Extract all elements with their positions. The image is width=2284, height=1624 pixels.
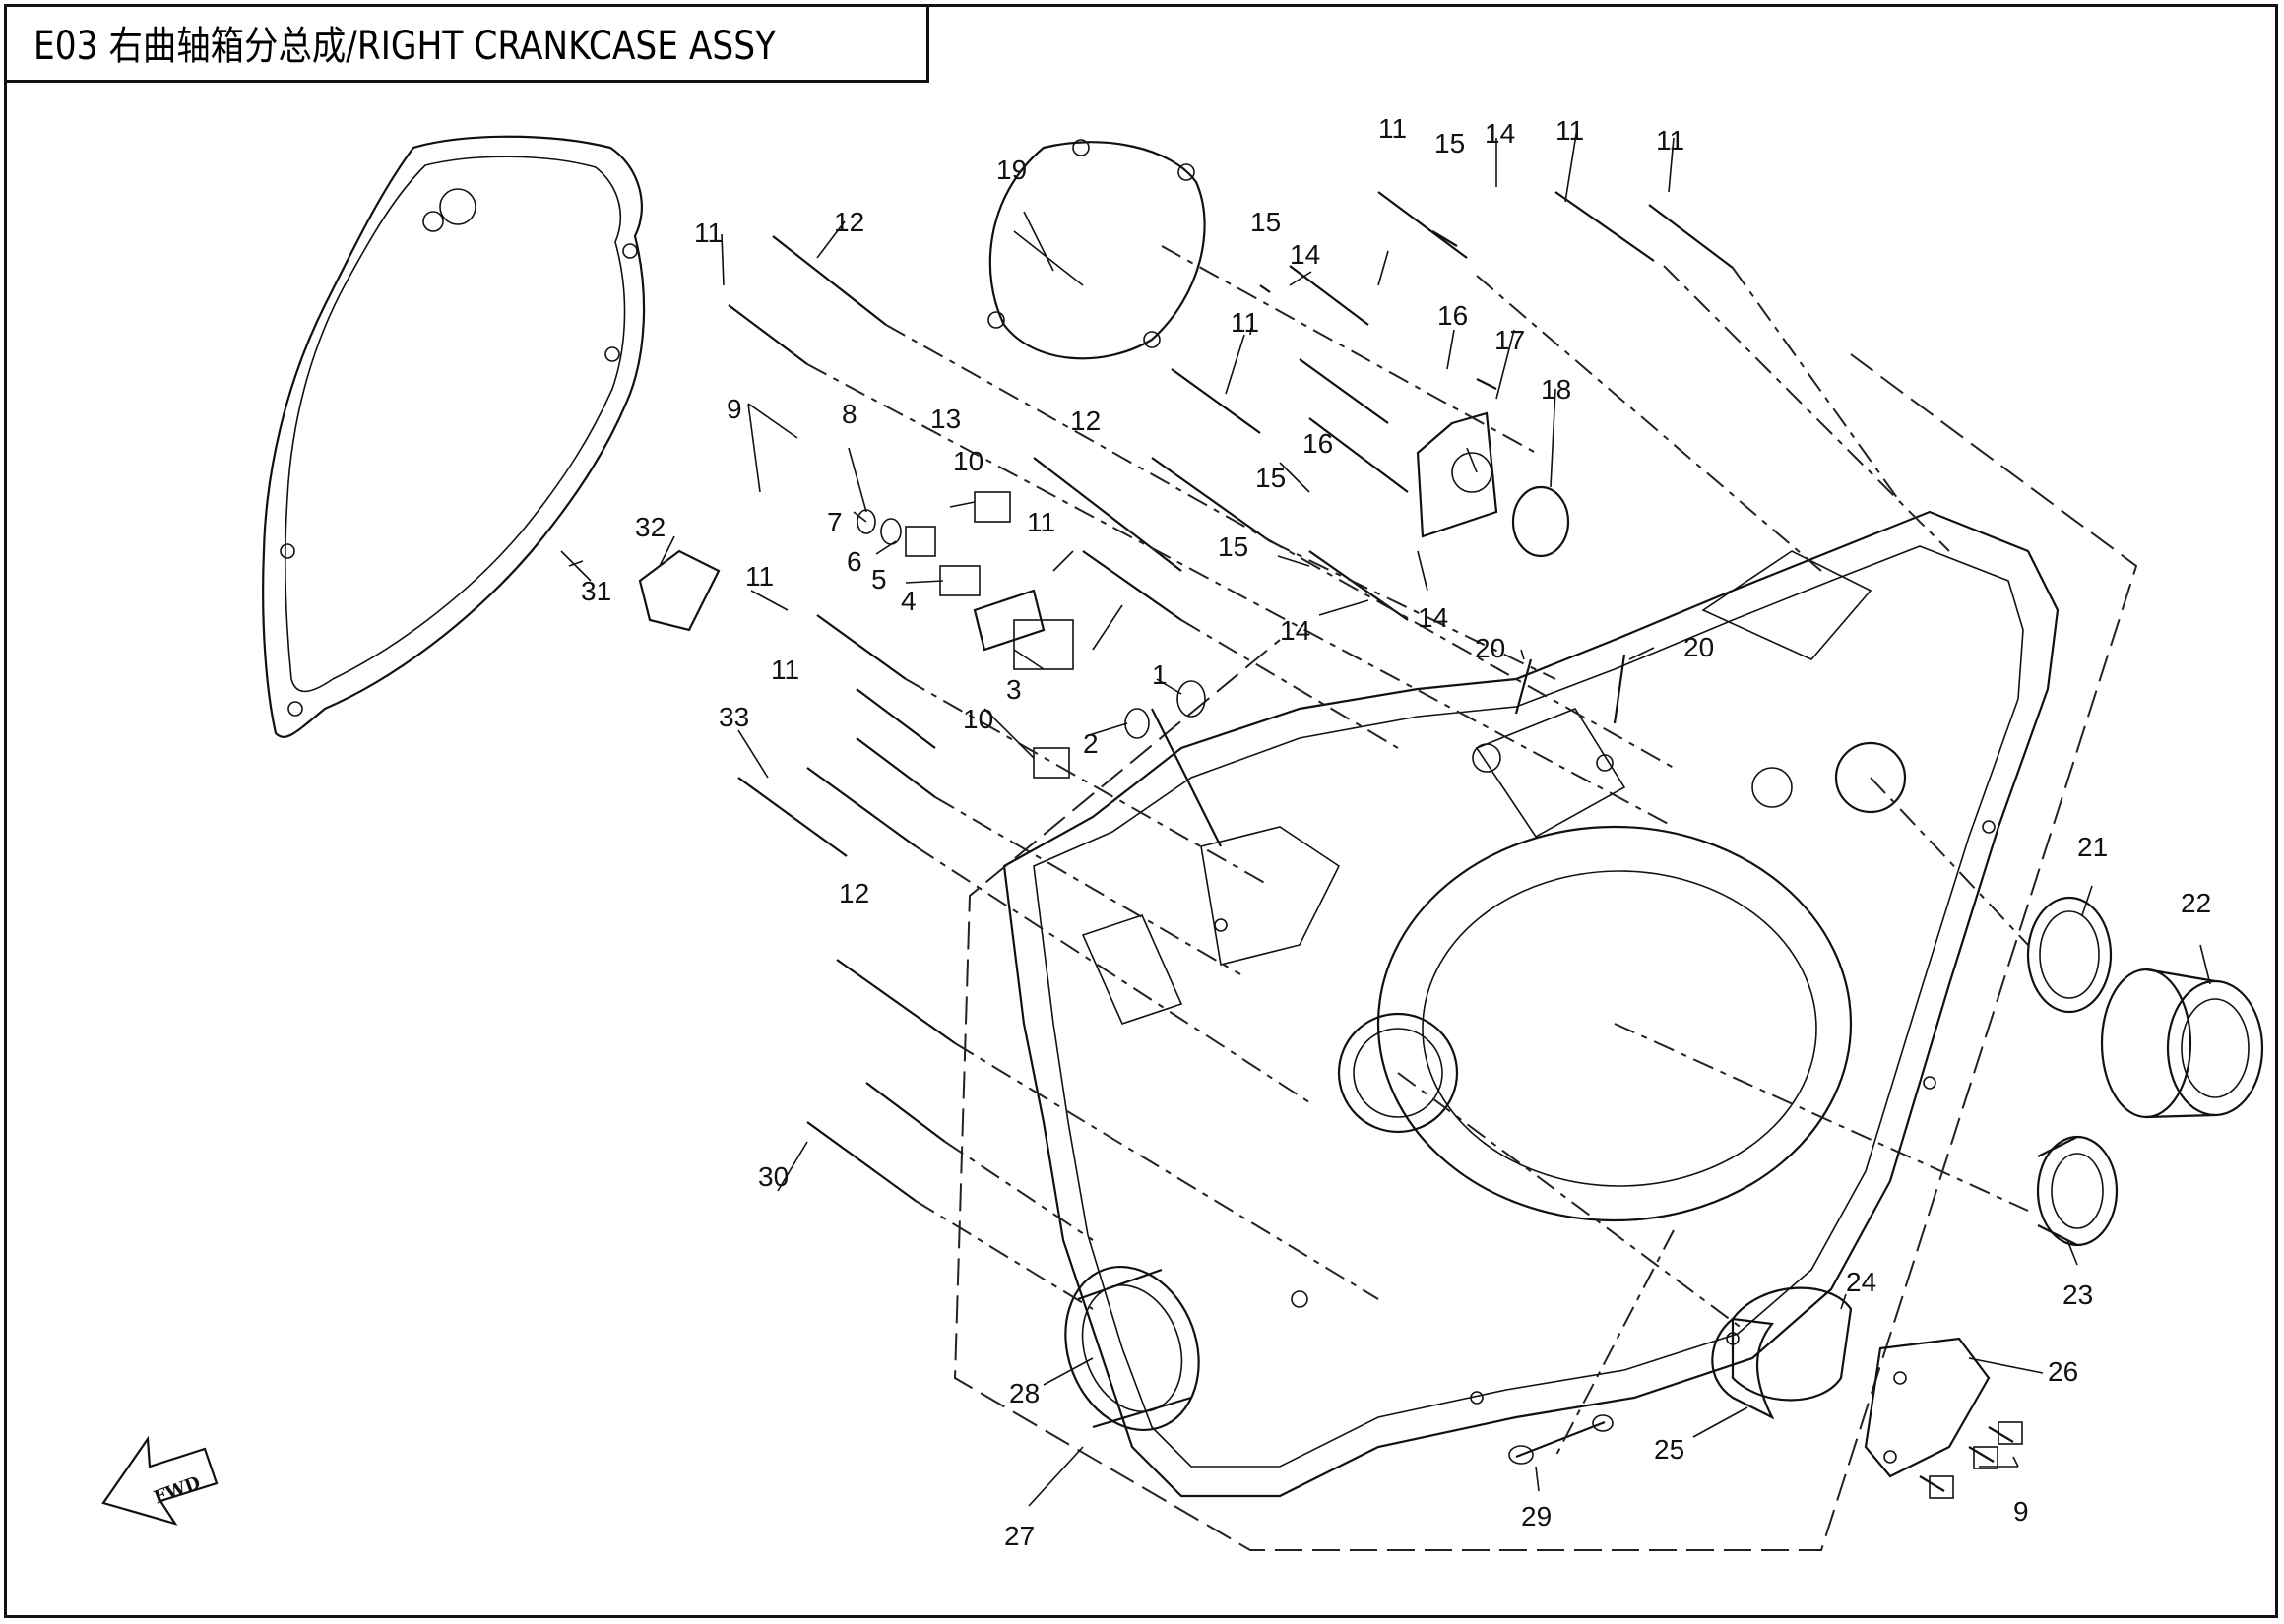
- callout-4: 4: [901, 586, 917, 616]
- oil-seal-28: [1064, 1265, 1200, 1432]
- callout-27: 27: [1004, 1521, 1035, 1551]
- fwd-arrow-icon: FWD: [101, 1435, 219, 1526]
- callout-14-c: 14: [1418, 602, 1448, 633]
- long-bolts: [728, 191, 1734, 1202]
- title-box: E03 右曲轴箱分总成/RIGHT CRANKCASE ASSY: [4, 4, 929, 83]
- callout-20-b: 20: [1683, 632, 1714, 662]
- callout-15-c: 15: [1255, 463, 1286, 493]
- callout-11-e: 11: [1231, 307, 1259, 338]
- callout-11-h: 11: [771, 655, 799, 685]
- oil-seal-21: [2026, 896, 2113, 1014]
- callout-14-d: 14: [1280, 615, 1310, 646]
- callout-21: 21: [2077, 832, 2108, 862]
- callout-16-b: 16: [1302, 428, 1333, 459]
- bushing-half-24: [1731, 1286, 1853, 1402]
- callout-18: 18: [1541, 374, 1571, 405]
- callout-numbers: 1 2 3 4 5 6 7 8 9 9 10 10 11 11 11 11 11…: [581, 113, 2211, 1551]
- callout-15-d: 15: [1218, 531, 1248, 562]
- callout-26: 26: [2048, 1356, 2078, 1387]
- oil-pump-parts: [856, 491, 1222, 847]
- callout-1: 1: [1152, 659, 1168, 690]
- diagram-title: E03 右曲轴箱分总成/RIGHT CRANKCASE ASSY: [33, 23, 777, 69]
- cover-17: [1416, 411, 1498, 538]
- callout-12-a: 12: [834, 207, 864, 237]
- callout-23: 23: [2062, 1280, 2093, 1310]
- callout-10-lower: 10: [963, 704, 993, 734]
- callout-15-b: 15: [1434, 128, 1465, 158]
- callout-2: 2: [1083, 728, 1099, 759]
- bushing-half-25: [1711, 1317, 1775, 1420]
- oil-filter-cover-gasket: [988, 141, 1206, 360]
- callout-22: 22: [2181, 888, 2211, 918]
- callout-11-d: 11: [1656, 125, 1684, 156]
- callout-9-upper: 9: [727, 394, 742, 424]
- callout-5: 5: [871, 564, 887, 594]
- callout-15-a: 15: [1250, 207, 1281, 237]
- callout-6: 6: [847, 546, 862, 577]
- callout-10-upper: 10: [953, 446, 983, 476]
- callout-12-c: 12: [839, 878, 869, 908]
- crankcase-cover-gasket: [262, 135, 646, 738]
- callout-33: 33: [719, 702, 749, 732]
- callout-30: 30: [758, 1161, 789, 1192]
- fwd-label: FWD: [152, 1472, 204, 1508]
- callout-25: 25: [1654, 1434, 1684, 1465]
- diagram-frame: [4, 4, 2278, 1618]
- callout-14-a: 14: [1290, 239, 1320, 270]
- pipe-32: [638, 549, 721, 632]
- callout-32: 32: [635, 512, 666, 542]
- callout-8: 8: [842, 399, 857, 429]
- callout-11-c: 11: [1555, 115, 1584, 146]
- pin-29: [1508, 1414, 1614, 1465]
- callout-28: 28: [1009, 1378, 1040, 1408]
- callout-12-b: 12: [1070, 406, 1101, 436]
- callout-11-f: 11: [1027, 507, 1055, 537]
- callout-3: 3: [1006, 674, 1022, 705]
- callout-leaders: [560, 127, 2211, 1507]
- plate-26: [1864, 1337, 1991, 1478]
- callout-24: 24: [1846, 1267, 1876, 1297]
- callout-19: 19: [996, 155, 1027, 185]
- bearing-23: [2036, 1135, 2119, 1247]
- callout-17: 17: [1494, 325, 1525, 355]
- callout-11-b: 11: [1378, 113, 1407, 144]
- callout-31: 31: [581, 576, 611, 606]
- callout-11-a: 11: [694, 218, 723, 248]
- o-ring-18: [1511, 485, 1570, 558]
- callout-11-g: 11: [745, 561, 774, 592]
- bearing-22: [2100, 968, 2264, 1119]
- callout-29: 29: [1521, 1501, 1552, 1531]
- dashed-leaders: [806, 245, 2029, 1458]
- right-crankcase-body: [1002, 510, 2060, 1498]
- callout-14-b: 14: [1485, 118, 1515, 149]
- callout-20-a: 20: [1475, 633, 1505, 663]
- callout-9-lower: 9: [2013, 1496, 2029, 1527]
- callout-16-a: 16: [1437, 300, 1468, 331]
- callout-13: 13: [930, 404, 961, 434]
- bolts-9-lower: [1919, 1421, 2023, 1499]
- callout-7: 7: [827, 507, 843, 537]
